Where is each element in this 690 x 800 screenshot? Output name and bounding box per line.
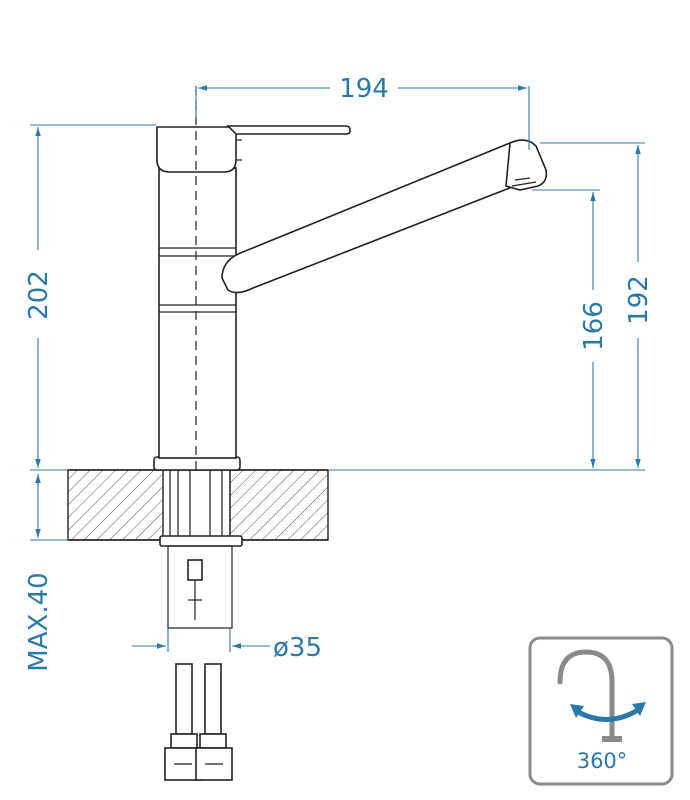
swivel-spout-icon bbox=[557, 649, 646, 742]
mounting-shank bbox=[159, 469, 243, 629]
dim-total-height-label: 202 bbox=[24, 270, 54, 320]
dim-spout-outlet-label: 166 bbox=[579, 301, 609, 351]
dim-width-label: 194 bbox=[339, 74, 389, 104]
dim-spout-top-label: 192 bbox=[624, 275, 654, 325]
dim-hole-diameter-label: ø35 bbox=[273, 633, 322, 663]
supply-hoses bbox=[164, 663, 233, 781]
dim-deck-thickness-label: MAX.40 bbox=[24, 572, 54, 671]
rotation-label: 360° bbox=[577, 749, 628, 773]
dimension-lines bbox=[30, 85, 645, 652]
countertop-section bbox=[67, 469, 329, 541]
swivel-badge: 360° bbox=[528, 636, 674, 786]
faucet-body bbox=[153, 86, 548, 471]
